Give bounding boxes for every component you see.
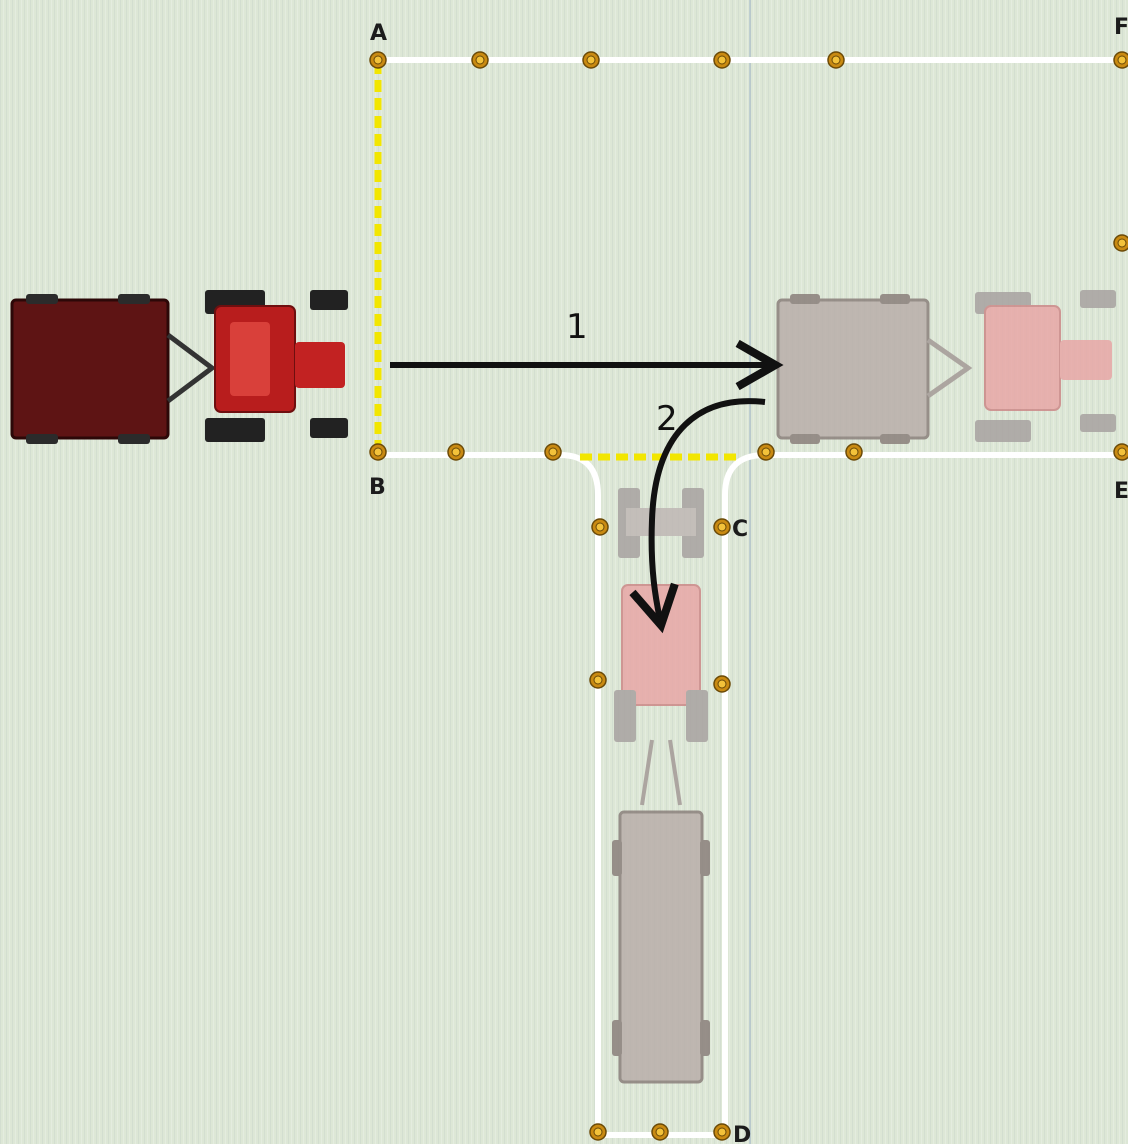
step-label-1: 1 xyxy=(566,307,588,347)
ghost-tractor-garage xyxy=(612,488,710,1084)
ghost-trailer-garage xyxy=(618,810,704,1084)
cone-icon xyxy=(757,443,775,461)
cone-icon xyxy=(1113,443,1128,461)
cone-icon xyxy=(1113,51,1128,69)
cone-icon xyxy=(544,443,562,461)
cone-icon xyxy=(827,51,845,69)
point-label-A: A xyxy=(370,21,387,46)
ghost-trailer-body xyxy=(776,298,930,440)
cone-icon xyxy=(713,1123,731,1141)
active-trailer-body xyxy=(10,298,170,440)
cone-icon xyxy=(591,518,609,536)
left-bottom-boundary-line xyxy=(375,452,728,1138)
point-label-C: C xyxy=(732,517,748,542)
active-tractor-left xyxy=(10,290,348,444)
point-label-E: E xyxy=(1114,479,1128,504)
cone-icon xyxy=(369,443,387,461)
cone-icon xyxy=(713,51,731,69)
point-label-F: F xyxy=(1114,15,1128,40)
arrow-step-2 xyxy=(629,398,766,634)
cone-icon xyxy=(845,443,863,461)
cone-icon xyxy=(651,1123,669,1141)
point-label-D: D xyxy=(733,1123,751,1144)
cone-icon xyxy=(589,671,607,689)
ghost-tractor-cab-garage xyxy=(621,584,701,706)
cone-icon xyxy=(589,1123,607,1141)
ghost-tractor-right xyxy=(776,290,1116,444)
cone-icon xyxy=(713,675,731,693)
cone-icon xyxy=(1113,234,1128,252)
cone-icon xyxy=(369,51,387,69)
cone-icon xyxy=(582,51,600,69)
cone-icon xyxy=(471,51,489,69)
cone-icon xyxy=(447,443,465,461)
step-label-2: 2 xyxy=(656,399,678,439)
cone-icon xyxy=(713,518,731,536)
point-label-B: B xyxy=(369,475,386,500)
ghost-tractor-cab xyxy=(984,305,1061,411)
